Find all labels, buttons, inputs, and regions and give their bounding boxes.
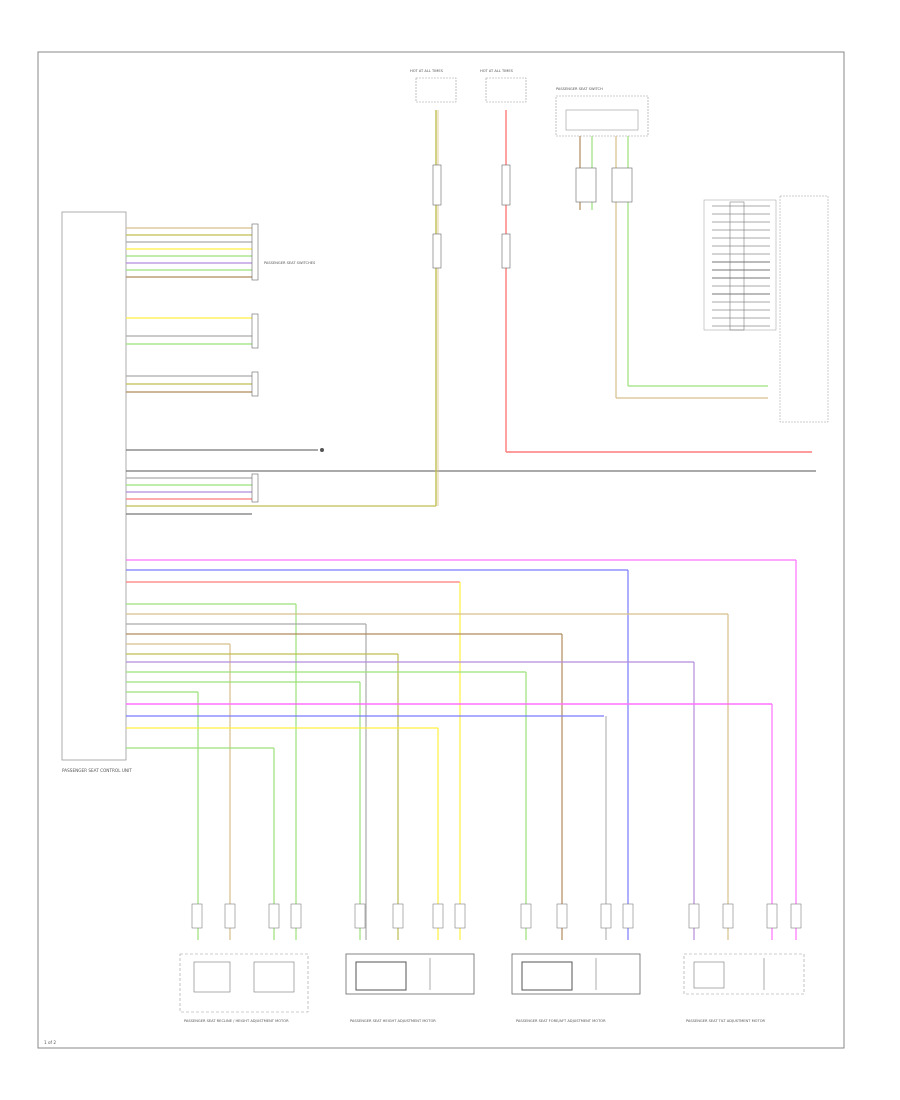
top-power-feeds xyxy=(415,77,812,506)
connector-group-2 xyxy=(126,313,259,349)
top-label-2: HOT AT ALL TIMES xyxy=(480,69,514,73)
connector-group-3 xyxy=(126,371,259,397)
component-label-recline: PASSENGER SEAT RECLINE / HEIGHT ADJUSTME… xyxy=(184,1019,289,1023)
control-module xyxy=(61,211,127,761)
component-label-foreaft: PASSENGER SEAT FORE/AFT ADJUSTMENT MOTOR xyxy=(516,1019,606,1023)
motor-connectors xyxy=(191,903,802,929)
motor-recline xyxy=(179,953,309,1013)
page-reference: 1 of 2 xyxy=(44,1040,56,1045)
switch-label: PASSENGER SEAT SWITCHES xyxy=(264,261,316,265)
motor-height xyxy=(345,953,475,995)
motor-tilt xyxy=(683,953,805,995)
component-label-height: PASSENGER SEAT HEIGHT ADJUSTMENT MOTOR xyxy=(350,1019,436,1023)
component-label-tilt: PASSENGER SEAT TILT ADJUSTMENT MOTOR xyxy=(686,1019,766,1023)
motor-foreaft xyxy=(511,953,641,995)
right-connector-stack xyxy=(703,195,829,423)
seat-switch-block xyxy=(555,95,768,399)
module-label: PASSENGER SEAT CONTROL UNIT xyxy=(62,768,132,773)
motor-harness xyxy=(126,559,797,940)
top-label-3: PASSENGER SEAT SWITCH xyxy=(556,87,603,91)
power-ground-wires xyxy=(126,448,816,515)
top-label-1: HOT AT ALL TIMES xyxy=(410,69,444,73)
page-frame xyxy=(37,51,845,1049)
connector-group-1 xyxy=(126,223,259,281)
